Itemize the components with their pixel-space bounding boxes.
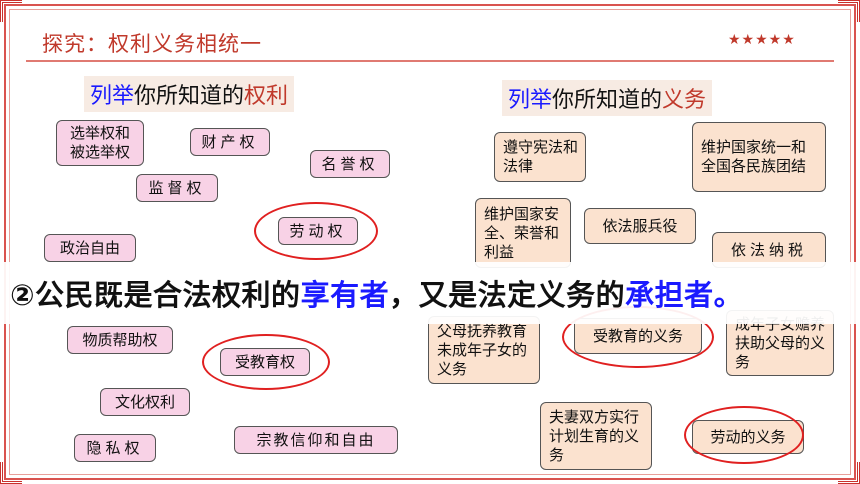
duties-heading-prefix: 列举 (508, 88, 553, 113)
labor-duty-circle (684, 406, 804, 464)
right-political-freedom[interactable]: 政治自由 (44, 234, 136, 262)
duties-heading: 列举你所知道的义务 (502, 80, 713, 116)
rights-heading-suffix: 权利 (244, 84, 289, 109)
duties-heading-suffix: 义务 (662, 88, 707, 113)
right-election[interactable]: 选举权和被选举权 (56, 120, 144, 166)
banner-highlight-1: 享有者 (300, 278, 390, 312)
conclusion-banner: ②公民既是合法权利的享有者，又是法定义务的承担者。 (0, 262, 860, 324)
slide-title: 探究：权利义务相统一 (42, 32, 262, 56)
duty-parents[interactable]: 父母抚养教育未成年子女的义务 (428, 316, 540, 384)
duty-unity[interactable]: 维护国家统一和全国各民族团结 (692, 122, 826, 192)
rights-heading: 列举你所知道的权利 (84, 76, 295, 112)
corner-ornament-icon (0, 462, 22, 484)
title-divider (26, 60, 834, 62)
corner-ornament-icon (838, 0, 860, 22)
right-cultural[interactable]: 文化权利 (100, 388, 190, 416)
corner-ornament-icon (838, 462, 860, 484)
right-reputation[interactable]: 名誉权 (310, 150, 390, 178)
banner-text-2: ，又是法定义务的 (389, 278, 626, 312)
duty-security[interactable]: 维护国家安全、荣誉和利益 (475, 198, 571, 268)
rights-heading-prefix: 列举 (90, 84, 135, 109)
education-right-circle (202, 334, 330, 390)
stars-decoration: ★★★★★ (728, 32, 796, 48)
duties-heading-middle: 你所知道的 (552, 88, 663, 113)
banner-highlight-2: 承担者。 (625, 278, 744, 312)
corner-ornament-icon (0, 0, 22, 22)
duty-constitution[interactable]: 遵守宪法和法律 (494, 132, 586, 182)
right-religion[interactable]: 宗教信仰和自由 (234, 426, 398, 454)
outer-border (4, 4, 856, 480)
inner-border (9, 9, 851, 475)
banner-text-1: ②公民既是合法权利的 (10, 278, 301, 312)
right-property[interactable]: 财产权 (190, 128, 270, 156)
duty-military[interactable]: 依法服兵役 (584, 208, 696, 244)
rights-heading-middle: 你所知道的 (134, 84, 245, 109)
right-supervision[interactable]: 监督权 (136, 174, 218, 202)
labor-right-circle (254, 202, 378, 260)
right-material-aid[interactable]: 物质帮助权 (67, 326, 173, 354)
right-privacy[interactable]: 隐私权 (74, 434, 156, 462)
duty-family-planning[interactable]: 夫妻双方实行计划生育的义务 (540, 402, 652, 470)
